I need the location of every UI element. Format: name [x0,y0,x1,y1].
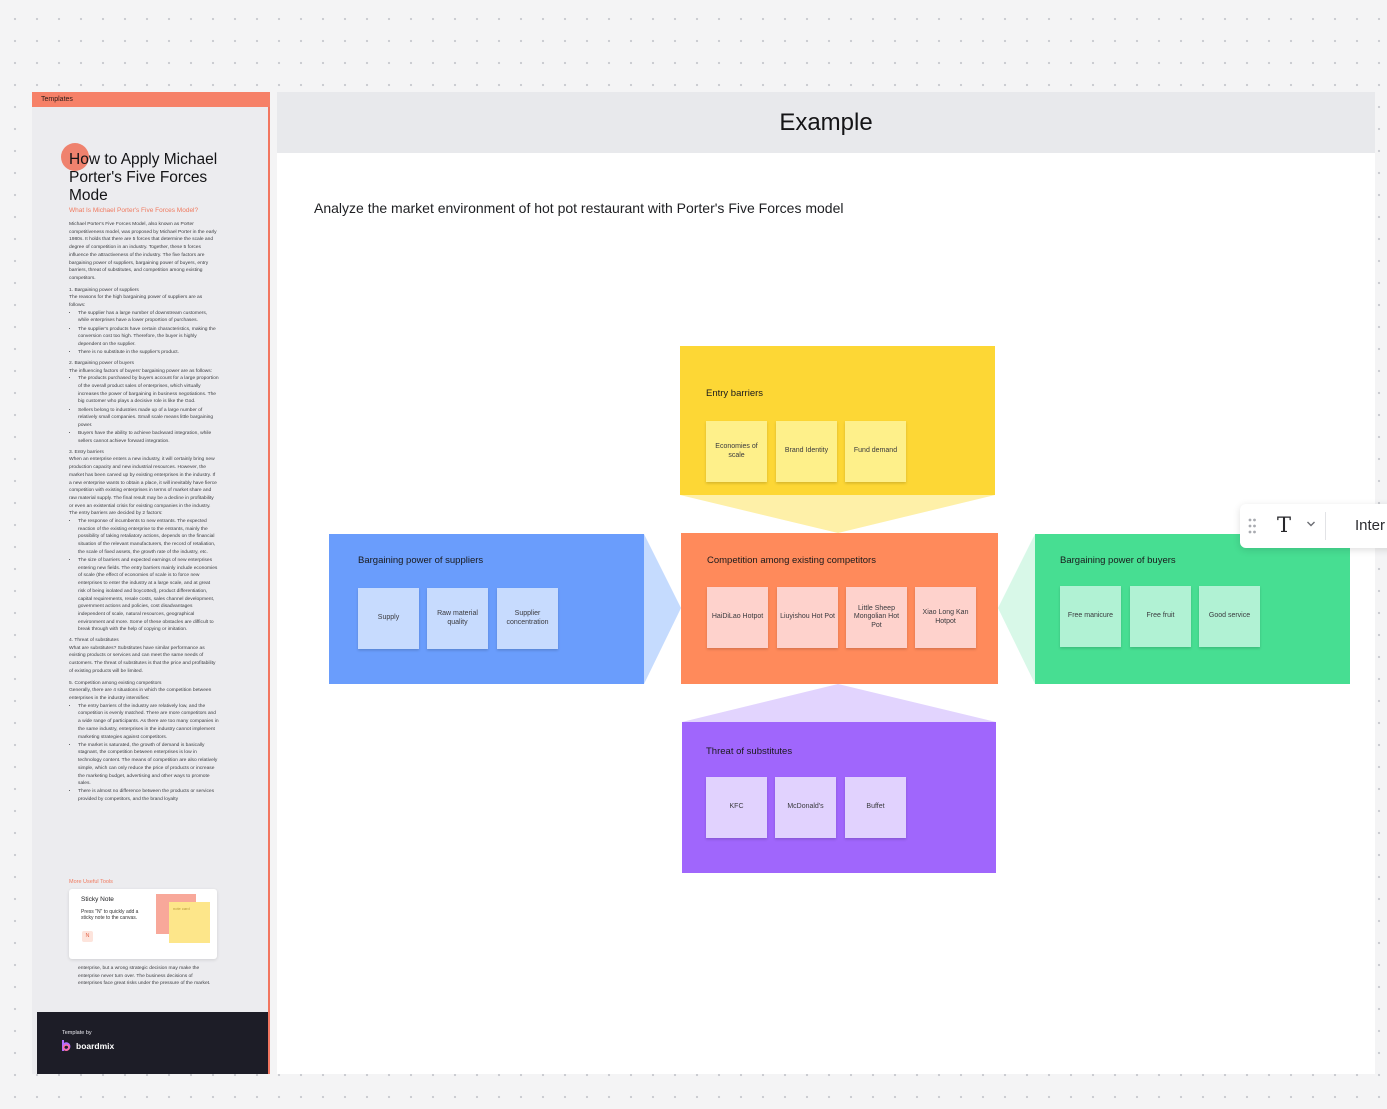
list-item: The supplier's products have certain cha… [78,326,219,349]
template-subtitle: What Is Michael Porter's Five Forces Mod… [69,207,199,214]
section-intro: What are substitutes? Substitutes have s… [69,645,216,674]
sticky-preview-yellow: note card [169,902,210,943]
list-item: The response of incumbents to new entran… [78,518,219,557]
sticky-note[interactable]: Free fruit [1130,586,1191,647]
font-family-select[interactable]: Inter [1355,517,1386,534]
suppliers-arrow [644,534,681,684]
buyers-arrow [998,534,1035,684]
section-heading: 4. Threat of substitutes [69,638,119,644]
section-intro: When an enterprise enters a new industry… [69,457,217,509]
section-list: The products purchased by buyers account… [69,375,219,445]
frame-header: Example [277,92,1375,153]
toolbar-divider [1325,512,1326,540]
chevron-down-icon[interactable] [1306,520,1316,528]
more-tools-link[interactable]: More Useful Tools [69,879,113,885]
suppliers-box[interactable]: Bargaining power of suppliers Supply Raw… [329,534,644,684]
section-heading: 3. Entry barriers [69,449,104,455]
template-panel: Templates How to Apply Michael Porter's … [32,92,270,1074]
template-by-label: Template by [62,1030,92,1036]
section-intro: The influencing factors of buyers' barga… [69,368,213,374]
sticky-note[interactable]: Little Sheep Mongolian Hot Pot [846,587,907,648]
list-item: The size of barriers and expected earnin… [78,557,219,634]
sticky-note[interactable]: Good service [1199,586,1260,647]
section-list: The supplier has a large number of downs… [69,310,219,357]
sticky-note[interactable]: HaiDiLao Hotpot [707,587,768,648]
sticky-tip-title: Sticky Note [81,896,114,903]
list-item: The market is saturated, the growth of d… [78,742,219,788]
sticky-note-tip-card[interactable]: Sticky Note Press "N" to quickly add a s… [69,889,217,959]
shortcut-key-badge: N [82,931,93,942]
list-item: The supplier has a large number of downs… [78,310,219,325]
drag-handle-icon[interactable] [1248,518,1256,534]
entry-arrow [680,495,995,533]
sticky-note[interactable]: McDonald's [775,777,836,838]
list-item: There is no substitute in the supplier's… [78,349,219,357]
suppliers-label: Bargaining power of suppliers [358,555,484,566]
section-heading: 1. Bargaining power of suppliers [69,287,139,293]
tail-paragraph: enterprise, but a wrong strategic decisi… [78,966,211,987]
section-heading: 5. Competition among existing competitor… [69,680,162,686]
list-item: Buyers have the ability to achieve backw… [78,430,219,445]
template-page: How to Apply Michael Porter's Five Force… [37,107,268,1074]
buyers-label: Bargaining power of buyers [1060,555,1176,566]
templates-header-label[interactable]: Templates [32,92,270,107]
sticky-note[interactable]: Raw material quality [427,588,488,649]
competition-box[interactable]: Competition among existing competitors H… [681,533,998,684]
list-item: There is almost no difference between th… [78,788,219,803]
competition-label: Competition among existing competitors [707,555,876,566]
cursor-dot [61,143,89,171]
entry-barriers-label: Entry barriers [706,388,764,399]
buyers-box[interactable]: Bargaining power of buyers Free manicure… [1035,534,1350,684]
entry-barriers-box[interactable]: Entry barriers Economies of scale Brand … [680,346,995,495]
text-format-toolbar: T Inter [1240,504,1387,548]
substitutes-arrow [682,684,996,722]
boardmix-brand: boardmix [76,1041,115,1051]
list-item: The entry barriers of the industry are r… [78,703,219,742]
text-type-button[interactable]: T [1277,513,1292,537]
sticky-note[interactable]: Xiao Long Kan Hotpot [915,587,976,648]
frame-title[interactable]: Example [779,109,873,136]
sticky-note[interactable]: Fund demand [845,421,906,482]
sticky-note[interactable]: Liuyishou Hot Pot [777,587,838,648]
section-intro: The entry barriers are decided by 2 fact… [69,511,163,517]
list-item: The products purchased by buyers account… [78,375,219,406]
boardmix-logo-icon [62,1040,71,1051]
section-intro: Generally, there are 4 situations in whi… [69,688,212,701]
template-body: Michael Porter's Five Forces Model, also… [69,221,219,804]
substitutes-box[interactable]: Threat of substitutes KFC McDonald's Buf… [682,722,996,873]
section-list: The response of incumbents to new entran… [69,518,219,634]
section-heading: 2. Bargaining power of buyers [69,360,134,366]
intro-paragraph: Michael Porter's Five Forces Model, also… [69,222,217,281]
sticky-note[interactable]: Economies of scale [706,421,767,482]
template-footer: Template by boardmix [37,1012,268,1074]
section-list: The entry barriers of the industry are r… [69,703,219,804]
sticky-note[interactable]: Supplier concentration [497,588,558,649]
section-intro: The reasons for the high bargaining powe… [69,295,203,309]
substitutes-label: Threat of substitutes [706,746,793,757]
list-item: Sellers belong to industries made up of … [78,407,219,430]
sticky-note[interactable]: Free manicure [1060,586,1121,647]
sticky-note[interactable]: KFC [706,777,767,838]
sticky-note[interactable]: Buffet [845,777,906,838]
frame-description[interactable]: Analyze the market environment of hot po… [314,200,844,216]
template-title: How to Apply Michael Porter's Five Force… [69,151,218,204]
sticky-note[interactable]: Supply [358,588,419,649]
sticky-tip-text: Press "N" to quickly add a sticky note t… [81,909,139,922]
sticky-note[interactable]: Brand Identity [776,421,837,482]
